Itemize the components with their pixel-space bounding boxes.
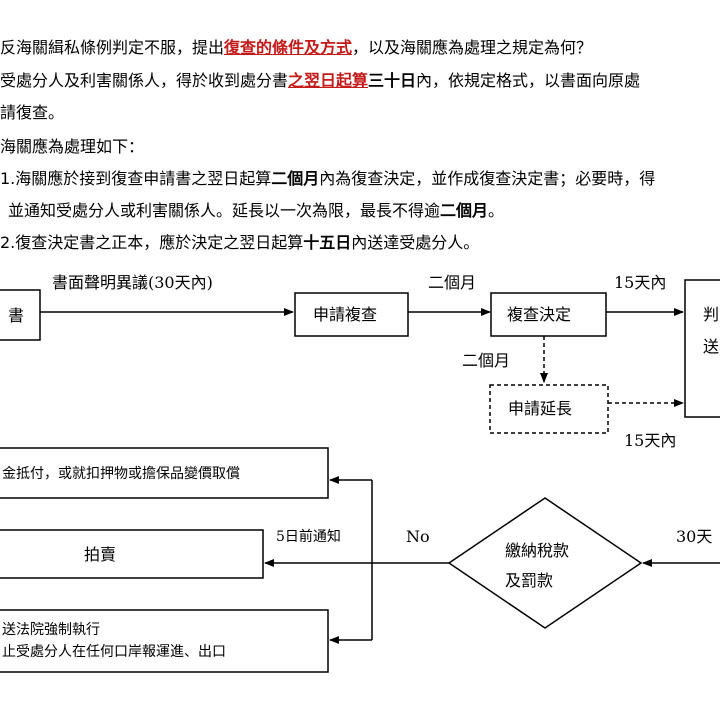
line7-bold: 十五日 (303, 233, 352, 252)
box-review-decision (490, 292, 607, 337)
line7-part-c: 內送達受處分人。 (351, 233, 480, 252)
box-apply-review (294, 292, 409, 337)
box-court-label-1: 送法院強制執行 (2, 622, 100, 638)
line1-highlight: 復查的條件及方式 (224, 38, 353, 57)
box-book (0, 289, 41, 341)
box-book-label: 書 (8, 306, 24, 325)
text-line-5: 1.海關應於接到復查申請書之翌日起算二個月內為復查決定，並作成復查決定書；必要時… (0, 169, 655, 189)
line2-part-a: 受處分人及利害關係人，得於收到處分書 (0, 71, 289, 90)
line2-part-d: 內，依規定格式，以書面向原處 (416, 71, 641, 90)
box-deposit-offset (0, 447, 329, 499)
line3: 請復查。 (0, 103, 65, 122)
text-line-3: 請復查。 (0, 103, 64, 123)
box-apply-label: 申請複查 (313, 305, 377, 324)
arrow1-label: 書面聲明異議(30天內) (52, 273, 213, 292)
text-line-1: 反海關緝私條例判定不服，提出復查的條件及方式，以及海關應為處理之規定為何？ (0, 38, 592, 58)
line2-bold: 三十日 (368, 71, 417, 90)
box-right-judgement (684, 279, 720, 418)
box-auction (0, 529, 264, 579)
no-label: No (406, 527, 430, 546)
line1-part-a: 反海關緝私條例判定不服，提出 (0, 38, 225, 57)
line6-bold: 二個月 (440, 201, 489, 220)
box-apply-extension (489, 384, 609, 434)
line5-bold: 二個月 (271, 169, 320, 188)
text-line-2: 受處分人及利害關係人，得於收到處分書之翌日起算三十日內，依規定格式，以書面向原處 (0, 71, 640, 91)
diamond-label-2: 及罰款 (505, 571, 553, 590)
box-right-label-2: 送 (703, 337, 719, 356)
box-right-label-1: 判 (703, 305, 719, 324)
text-line-7: 2.復查決定書之正本，應於決定之翌日起算十五日內送達受處分人。 (0, 233, 479, 253)
line4: 海關應為處理如下： (0, 137, 145, 156)
box-decision-label: 複查決定 (507, 305, 571, 324)
line5-part-a: 1.海關應於接到復查申請書之翌日起算 (0, 169, 272, 188)
line2-highlight: 之翌日起算 (288, 71, 369, 90)
right-30-label: 30天 (676, 527, 712, 546)
box-court-label-2: 止受處分人在任何口岸報運進、出口 (2, 644, 226, 660)
box-auction-label: 拍賣 (84, 545, 116, 564)
box-pay-label: 金抵付，或就扣押物或擔保品變價取償 (2, 465, 240, 482)
text-line-6: 並通知受處分人或利害關係人。延長以一次為限，最長不得逾二個月。 (8, 201, 504, 221)
extend-label: 二個月 (462, 351, 510, 370)
extend-back-label: 15天內 (624, 431, 676, 450)
line6-part-c: 。 (488, 201, 505, 220)
auction-note: 5日前通知 (276, 528, 341, 545)
line5-part-c: 內為復查決定，並作成復查決定書；必要時，得 (319, 169, 656, 188)
box-court-enforcement (0, 609, 329, 673)
line1-part-c: ，以及海關應為處理之規定為何？ (352, 38, 593, 57)
diamond-pay-tax-fine (447, 497, 643, 629)
text-line-4: 海關應為處理如下： (0, 137, 144, 157)
arrow2-label: 二個月 (428, 273, 476, 292)
line6-part-a: 並通知受處分人或利害關係人。延長以一次為限，最長不得逾 (8, 201, 441, 220)
diamond-label-1: 繳納稅款 (505, 541, 569, 560)
arrow3-label: 15天內 (614, 273, 666, 292)
box-extend-label: 申請延長 (508, 399, 572, 418)
line7-part-a: 2.復查決定書之正本，應於決定之翌日起算 (0, 233, 304, 252)
